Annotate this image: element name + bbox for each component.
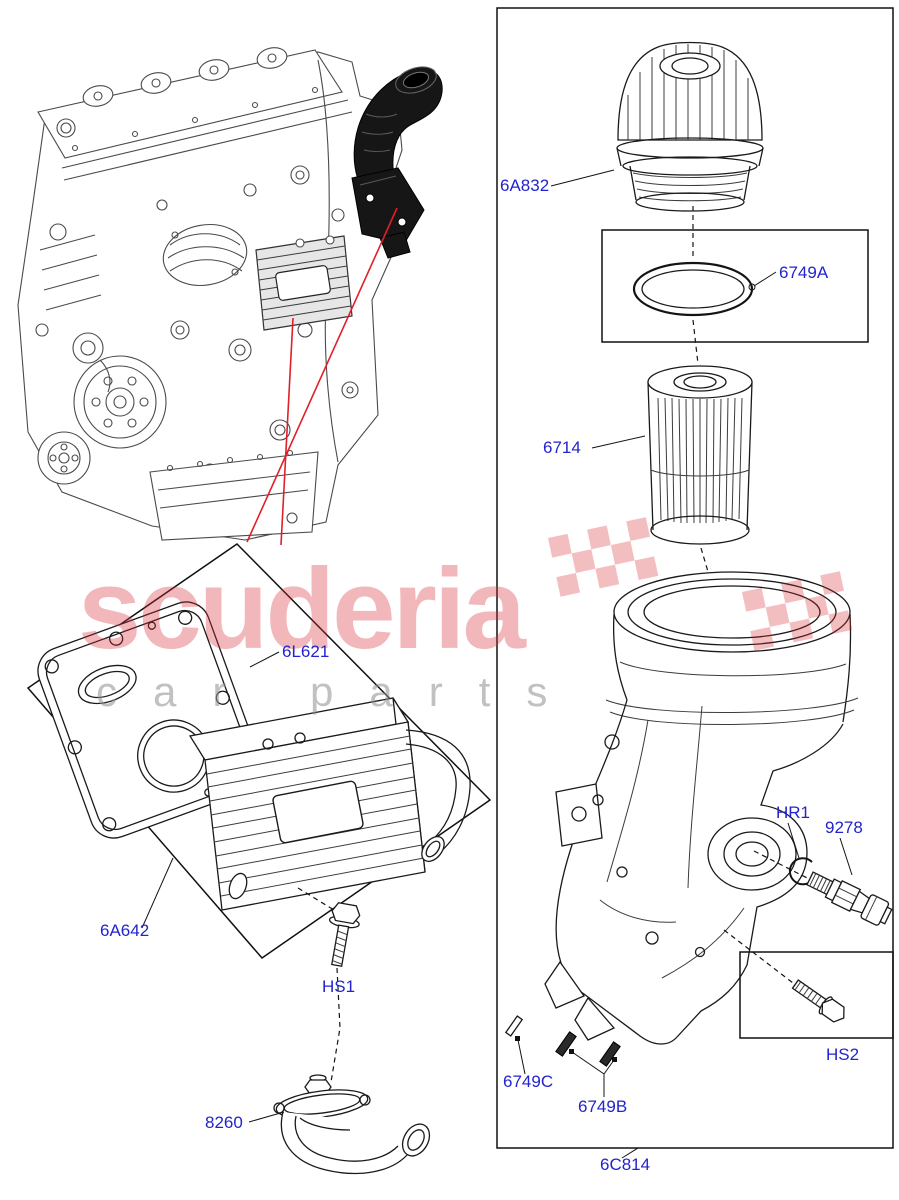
callout-line-housing: [246, 207, 398, 543]
part-label-6749c: 6749C: [503, 1072, 553, 1091]
part-label-6l621: 6L621: [282, 642, 329, 661]
pressure-sensor-part: [806, 871, 893, 926]
engine-mounted-oil-cooler: [255, 235, 353, 331]
part-label-9278: 9278: [825, 818, 863, 837]
part-label-6749b: 6749B: [578, 1097, 627, 1116]
water-outlet-part: [273, 1074, 431, 1175]
seal-b-part-2: [599, 1041, 621, 1067]
checkered-flag-icon: [742, 571, 853, 651]
watermark-subtitle-text: car parts: [96, 668, 583, 715]
part-labels: 6A832 6749A 6714 6L621 6A642 HS1 8260 67…: [100, 169, 863, 1174]
callout-line-cooler: [280, 317, 294, 546]
bolt-hs1-part: [328, 902, 361, 967]
checkered-flag-icon: [548, 517, 659, 597]
filter-cap-part: [616, 41, 764, 212]
filter-housing-part: [544, 571, 859, 1045]
part-label-6a642: 6A642: [100, 921, 149, 940]
bolt-hs2-part: [791, 979, 845, 1023]
intake-elbow: [351, 66, 443, 259]
gasket-part: [37, 601, 263, 839]
oring-top-part: [632, 261, 754, 317]
part-label-hr1: HR1: [776, 803, 810, 822]
oring-box-outline: [601, 229, 869, 343]
crank-pulley: [73, 355, 167, 449]
seal-b-part-1: [555, 1031, 577, 1057]
idler-pulley: [72, 332, 111, 393]
watermark-brand-text: scuderia: [78, 546, 528, 673]
housing-box-outline: [496, 7, 894, 1149]
callout-lines: [246, 207, 398, 546]
part-label-6c814: 6C814: [600, 1155, 650, 1174]
part-label-hs1: HS1: [322, 977, 355, 996]
filter-housing-detail-box: [496, 7, 894, 1149]
filter-element-part: [647, 365, 753, 545]
part-label-hs2: HS2: [826, 1045, 859, 1064]
part-label-6714: 6714: [543, 438, 581, 457]
heat-shield: [162, 224, 248, 286]
engine-illustration: [17, 47, 443, 541]
part-label-6749a: 6749A: [779, 263, 829, 282]
seal-c-part: [504, 1015, 524, 1037]
oil-cooler-part: [188, 697, 471, 911]
watermark: scuderia car parts: [78, 517, 853, 715]
part-label-8260: 8260: [205, 1113, 243, 1132]
valve-cover: [37, 47, 343, 159]
oil-cooler-detail-box: [26, 543, 492, 959]
pump-pulley: [37, 431, 91, 485]
hs2-box-outline: [739, 951, 894, 1039]
part-label-6a832: 6A832: [500, 176, 549, 195]
